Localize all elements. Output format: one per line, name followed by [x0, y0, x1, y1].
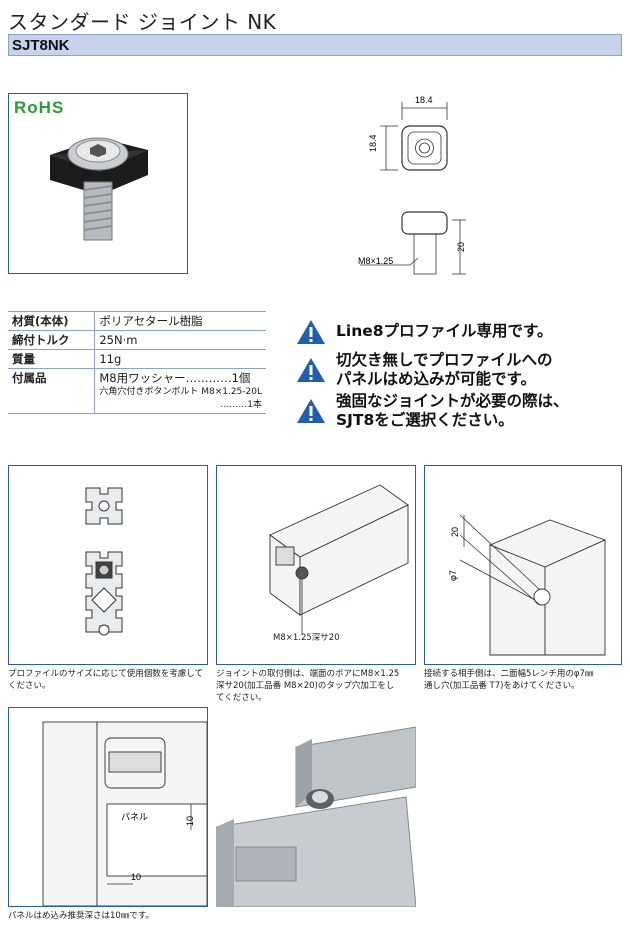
width-dimension: 18.4: [415, 95, 433, 105]
feature-line: パネルはめ込みが可能です。: [336, 370, 536, 388]
caption-line: 接続する相手側は、二面幅5レンチ用のφ7㎜: [424, 669, 594, 679]
caption-line: ください。: [8, 681, 51, 691]
insertion-section-drawing: パネル 10 10: [42, 721, 207, 906]
panel2-caption: ジョイントの取付側は、端面のボアにM8×1.25 深サ20(加工品番 M8×20…: [216, 668, 399, 704]
model-bar: SJT8NK: [8, 34, 622, 56]
feature-text: 切欠き無しでプロファイルへの パネルはめ込みが可能です。: [336, 351, 553, 389]
mating-side-drawing: 20 φ7: [448, 514, 607, 656]
feature-line: 切欠き無しでプロファイルへの: [336, 351, 553, 369]
table-row: 質量 11g: [8, 349, 266, 369]
table-row: 締付トルク 25N·m: [8, 330, 266, 350]
spec-table: 材質(本体) ポリアセタール樹脂 締付トルク 25N·m 質量 11g 付属品 …: [8, 311, 266, 414]
profile-section-drawing: [85, 487, 123, 636]
length-dimension: 20: [456, 242, 466, 252]
table-row: 付属品 M8用ワッシャー…………1個 六角穴付きボタンボルト M8×1.25-2…: [8, 368, 266, 414]
tap-label: M8×1.25深サ20: [273, 633, 340, 643]
joint-product-image: [50, 137, 148, 241]
spec-value: M8用ワッシャー…………1個: [99, 371, 251, 385]
spec-key: 締付トルク: [8, 330, 95, 350]
spec-value-extra: ………1本: [220, 400, 262, 410]
panel-label: パネル: [121, 812, 148, 822]
spec-value-extra: 六角穴付きボタンボルト M8×1.25-20L: [99, 387, 262, 397]
feature-text: Line8プロファイル専用です。: [336, 322, 552, 341]
table-row: 材質(本体) ポリアセタール樹脂: [8, 311, 266, 331]
spec-value-cell: M8用ワッシャー…………1個 六角穴付きボタンボルト M8×1.25-20L ……: [94, 368, 266, 414]
page-title: スタンダード ジョイント NK: [8, 10, 277, 34]
caption-line: てください。: [216, 693, 267, 703]
caption-line: プロファイルのサイズに応じて使用個数を考慮して: [8, 669, 203, 679]
spec-value: 25N·m: [94, 330, 266, 350]
warning-icon: [297, 399, 325, 423]
feature-line: SJT8をご選択ください。: [336, 411, 514, 429]
feature-text: 強固なジョイントが必要の際は、 SJT8をご選択ください。: [336, 392, 569, 430]
joint-dimension-drawing: 18.4 18.4 20 M8×1.25: [358, 95, 466, 275]
caption-line: 深サ20(加工品番 M8×20)のタップ穴加工をし: [216, 681, 395, 691]
dim-phi7: φ7: [448, 570, 458, 581]
panel4-caption: パネルはめ込み推奨深さは10㎜です。: [8, 911, 154, 921]
spec-value: 11g: [94, 349, 266, 369]
panel3-caption: 接続する相手側は、二面幅5レンチ用のφ7㎜ 通し穴(加工品番 T7)をあけてくだ…: [424, 668, 593, 692]
dim-20: 20: [450, 527, 460, 537]
spec-key: 付属品: [8, 368, 95, 414]
model-number: SJT8NK: [12, 37, 70, 54]
spec-key: 材質(本体): [8, 311, 95, 331]
caption-line: 通し穴(加工品番 T7)をあけてください。: [424, 681, 580, 691]
assembly-photo-image: [216, 726, 416, 907]
caption-line: ジョイントの取付側は、端面のボアにM8×1.25: [216, 669, 400, 679]
rohs-logo: RoHS: [14, 98, 65, 117]
panel1-caption: プロファイルのサイズに応じて使用個数を考慮して ください。: [8, 668, 203, 692]
height-dimension: 18.4: [368, 134, 378, 152]
feature-line: Line8プロファイル専用です。: [336, 322, 553, 340]
tap-side-drawing: [269, 484, 409, 635]
spec-key: 質量: [8, 349, 95, 369]
spec-value: ポリアセタール樹脂: [94, 311, 266, 331]
dim-10-horizontal: 10: [131, 872, 141, 882]
warning-icon: [297, 320, 325, 344]
dim-10-vertical: 10: [185, 816, 195, 826]
thread-label: M8×1.25: [358, 256, 393, 266]
warning-icon: [297, 358, 325, 382]
feature-line: 強固なジョイントが必要の際は、: [336, 392, 569, 410]
